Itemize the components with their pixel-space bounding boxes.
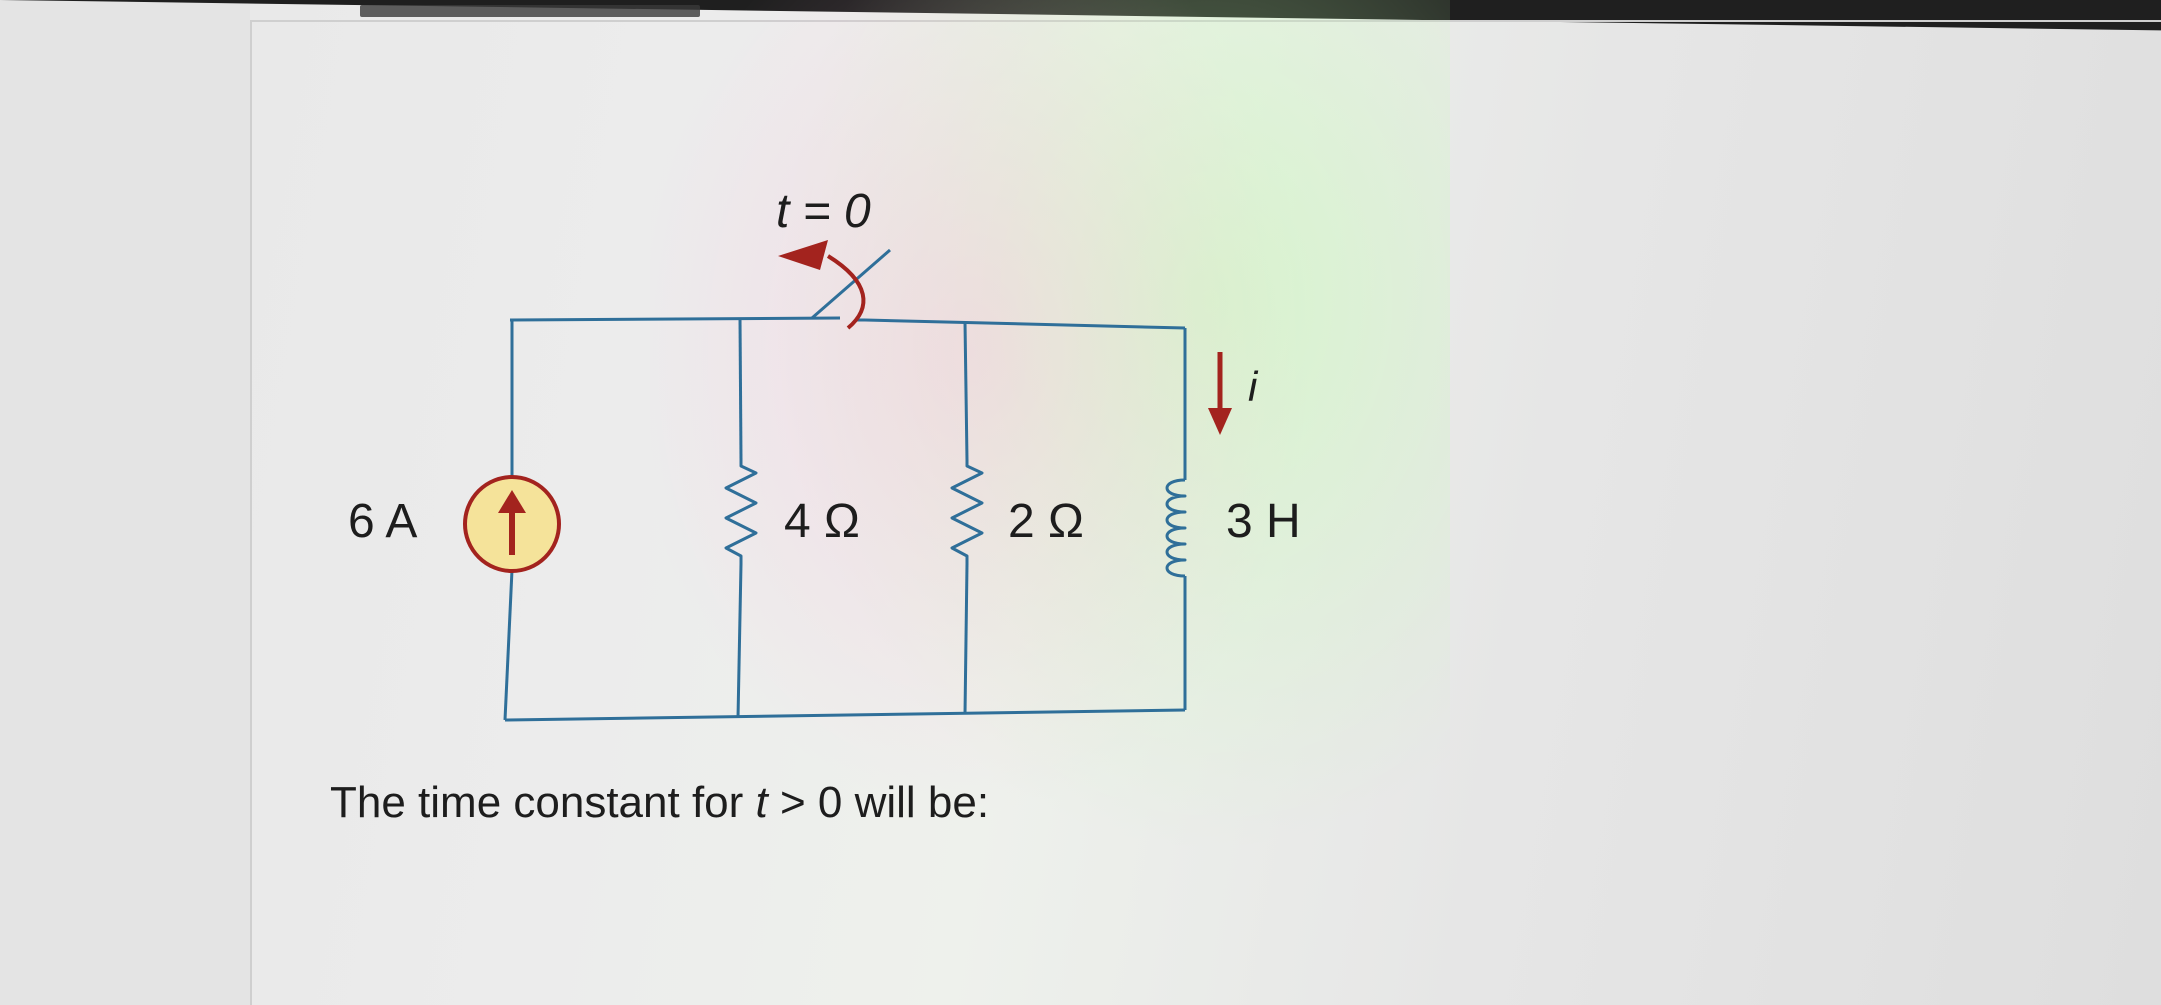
r4-bottom-wire — [736, 563, 743, 719]
cropped-heading — [360, 5, 700, 17]
top-wire-right — [864, 318, 1186, 330]
switch-arrow-head — [778, 240, 828, 270]
question-variable: t — [755, 778, 768, 827]
resistor1-label: 4 Ω — [784, 495, 860, 548]
left-margin — [0, 0, 250, 1005]
top-wire-left — [511, 316, 841, 322]
r2-top-wire — [963, 321, 969, 461]
source-arrow-head — [498, 490, 526, 513]
question-suffix: > 0 will be: — [767, 778, 990, 827]
question-prefix: The time constant for — [330, 778, 756, 827]
switch-label: t = 0 — [776, 185, 871, 238]
current-label: i — [1248, 363, 1258, 410]
switch-arc — [826, 254, 866, 330]
current-arrow-head — [1208, 408, 1232, 435]
bottom-wire — [504, 708, 1186, 722]
r2-bottom-wire — [963, 563, 969, 715]
current-arrow — [1208, 352, 1232, 435]
question-text: The time constant for t > 0 will be: — [330, 778, 989, 828]
circuit-svg — [463, 240, 1232, 722]
current-source — [463, 475, 561, 573]
r4-top-wire — [738, 317, 743, 461]
switch-blade — [811, 248, 891, 320]
inductor-coil — [1165, 478, 1187, 578]
inductor-label: 3 H — [1226, 495, 1301, 548]
resistor2-label: 2 Ω — [1008, 495, 1084, 548]
current-source-label: 6 A — [348, 495, 418, 548]
left-branch-bottom — [503, 569, 514, 721]
circuit-diagram: t = 0 6 A 4 Ω 2 Ω 3 H i — [300, 170, 1400, 760]
switch — [778, 240, 891, 330]
content-panel — [250, 20, 2161, 1005]
r4-resistor — [724, 460, 758, 564]
r2-resistor — [950, 460, 984, 564]
